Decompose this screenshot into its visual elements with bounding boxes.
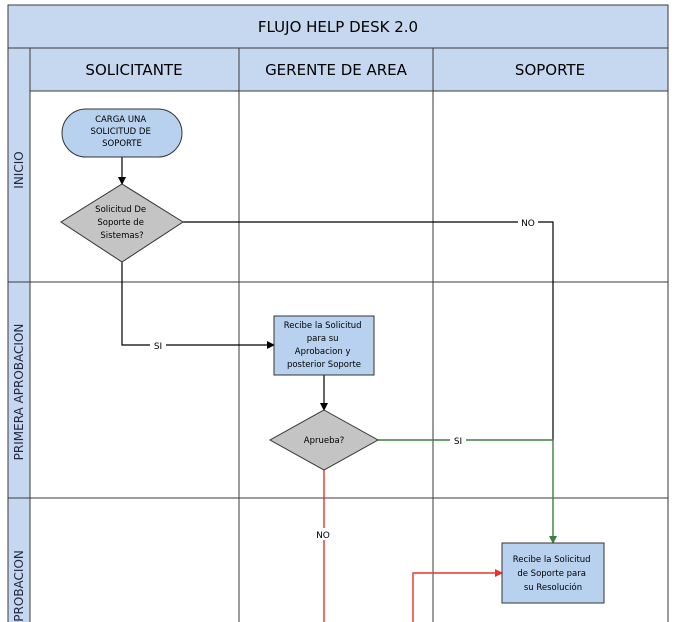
node-recibe-resolucion	[501, 542, 605, 604]
lane-header-solicitante-box	[29, 47, 240, 92]
node-recibe-line-2: para su	[307, 334, 339, 344]
edge-label-si-1: SI	[154, 342, 162, 352]
edge-label-no-1: NO	[521, 219, 535, 229]
svg-text:Recibe la Solicitud de Sop: Recibe la Solicitud de Soporte para su R…	[513, 555, 594, 593]
node-carga-line-2: SOLICITUD DE	[90, 127, 150, 137]
node-carga-line-3: SOPORTE	[102, 139, 142, 149]
node-recibe-line-1: Recibe la Solicitud	[284, 321, 362, 331]
lane-header-gerente: GERENTE DE AREA	[265, 61, 408, 79]
side-band	[7, 47, 31, 622]
lane-header-soporte-box	[432, 47, 669, 92]
phase-label-segunda: APROBACION	[12, 550, 26, 622]
edge-si-to-gerente	[121, 262, 275, 349]
node-decision-line-2: Soporte de	[97, 218, 144, 228]
phase-label-inicio: INICIO	[12, 151, 26, 188]
edge-red-to-soporte	[412, 569, 503, 622]
edge-aprueba-si-to-soporte	[378, 439, 557, 544]
node-recibe-line-4: posterior Soporte	[287, 360, 361, 370]
diagram-title: FLUJO HELP DESK 2.0	[258, 18, 418, 36]
edge-no-to-soporte	[183, 221, 554, 440]
node-decision-line-3: Sistemas?	[100, 231, 143, 241]
lane-header-solicitante: SOLICITANTE	[85, 61, 182, 79]
lane-header-soporte: SOPORTE	[515, 61, 585, 79]
node-aprueba	[268, 409, 380, 471]
node-recibe-line-3: Aprobacion y	[295, 347, 351, 357]
title-bar	[7, 4, 669, 49]
edge-label-no-2: NO	[316, 531, 330, 541]
node-carga-solicitud	[61, 108, 183, 158]
node-recibe-aprobacion	[273, 315, 375, 376]
node-decision-line-1: Solicitud De	[95, 205, 146, 215]
node-resolucion-line-2: de Soporte para	[517, 569, 586, 579]
node-carga-line-1: CARGA UNA	[95, 115, 146, 125]
lane-grid	[30, 91, 669, 622]
lane-header-gerente-box	[238, 47, 434, 92]
svg-text:Recibe la Solicitud para s: Recibe la Solicitud para su Aprobacion y…	[284, 321, 365, 370]
edge-label-si-2: SI	[454, 437, 462, 447]
node-resolucion-line-1: Recibe la Solicitud	[513, 555, 591, 565]
node-aprueba-label: Aprueba?	[304, 436, 344, 446]
phase-label-primera: PRIMERA APROBACION	[12, 324, 26, 461]
node-resolucion-line-3: su Resolución	[524, 582, 582, 593]
svg-text:Solicitud De Soporte de: Solicitud De Soporte de Sistemas?	[95, 205, 149, 241]
svg-text:CARGA UNA SOLICITUD DE: CARGA UNA SOLICITUD DE SOPORTE	[90, 115, 153, 149]
node-decision-sistemas	[60, 183, 184, 263]
